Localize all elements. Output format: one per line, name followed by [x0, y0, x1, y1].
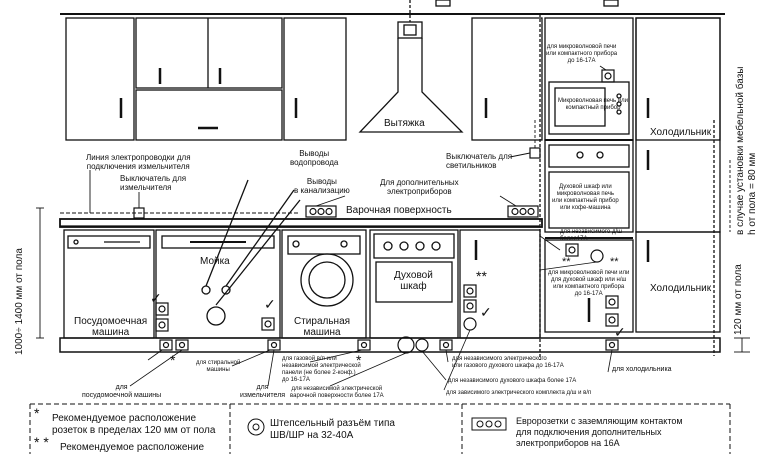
oven-label: Духовой шкаф	[394, 270, 433, 292]
fridge-top-label: Холодильник	[650, 127, 712, 138]
height-1000-label: 1000÷ 1400 мм от пола	[14, 248, 25, 355]
grinder-switch-label: Выключатель для измельчителя	[120, 174, 187, 192]
drain-outlets-label: Выводы в канализацию	[294, 177, 350, 195]
legend-star1-text: Рекомендуемое расположение розеток в пре…	[52, 413, 216, 436]
legend-star2-symbol: * *	[34, 434, 49, 450]
legend-star2-text: Рекомендуемое расположение	[60, 442, 205, 453]
hood-drawing	[358, 0, 464, 133]
light-switch-label: Выключатель для светильников	[446, 152, 513, 170]
electric-hob-socket-label: для независимой электрической варочной п…	[290, 386, 384, 399]
leader-lines	[129, 235, 613, 391]
star-mark: *	[170, 352, 176, 368]
extra-appliances-label: Для дополнительных электроприборов	[380, 178, 459, 196]
legend-frame	[29, 403, 731, 454]
oven-over17a-socket-label: для независимого духового шкафа более 17…	[448, 378, 577, 384]
legend-star1-symbol: *	[34, 405, 40, 421]
fridge-socket-label: для холодильника	[612, 366, 672, 373]
star-mark: *	[356, 352, 362, 368]
sink-label: Мойка	[200, 256, 230, 267]
grinder-line-label: Линия электропроводки для подключения из…	[86, 153, 191, 171]
oven-17a-socket-label: для независимого д/ш более17А	[560, 229, 622, 242]
dishwasher-label: Посудомоечная машина	[74, 316, 148, 338]
microwave-socket-label: для микроволновой печи или компактного п…	[546, 44, 618, 64]
dimension-lines	[36, 160, 750, 353]
dependent-set-socket-label: для зависимого электрического комплекта …	[446, 390, 592, 396]
countertop	[59, 218, 543, 228]
base-height-label: в случае установки мебельной базы h от п…	[735, 66, 758, 235]
double-star-mark: **	[610, 256, 619, 268]
grinder-socket-label: для измельчителя	[240, 384, 286, 399]
fridge-column	[635, 17, 721, 356]
check-mark: ✓	[264, 296, 276, 312]
base-cabinets	[59, 229, 721, 353]
water-outlets-label: Выводы водопровода	[290, 149, 339, 167]
legend-euro-text: Евророзетки с заземляющим контактом для …	[516, 416, 683, 448]
oven-column-label: Духовой шкаф или микроволновая печь или …	[552, 184, 619, 211]
check-mark: ✓	[614, 324, 626, 340]
washer-label: Стиральная машина	[294, 316, 351, 338]
dishwasher-socket-label: для посудомоечной машины	[82, 384, 162, 399]
gas-hob-socket-label: для газовой в/п или независимой электрич…	[282, 356, 361, 383]
height-120-label: 120 мм от пола	[733, 264, 744, 335]
hood-label: Вытяжка	[384, 118, 425, 129]
fridge-bottom-label: Холодильник	[650, 283, 712, 294]
wiring-lines	[60, 65, 607, 214]
double-star-mark: **	[562, 256, 571, 268]
hob-label: Варочная поверхность	[346, 205, 452, 216]
legend-plug-text: Штепсельный разъём типа ШВ/ШР на 32-40А	[270, 418, 395, 441]
microwave-label: Микроволновая печь или компактный прибор	[558, 98, 629, 111]
washer-socket-label: для стиральной машины	[196, 360, 241, 373]
check-mark: ✓	[480, 304, 492, 320]
independent-oven-socket-label: для независимого электрического или газо…	[452, 356, 564, 369]
mid-socket-label: для микроволновой печи или для духовой ш…	[548, 270, 630, 297]
star-mark: ✓	[150, 290, 162, 306]
plumbing	[201, 179, 301, 326]
double-star-mark: **	[476, 268, 487, 284]
tall-column	[539, 14, 634, 360]
